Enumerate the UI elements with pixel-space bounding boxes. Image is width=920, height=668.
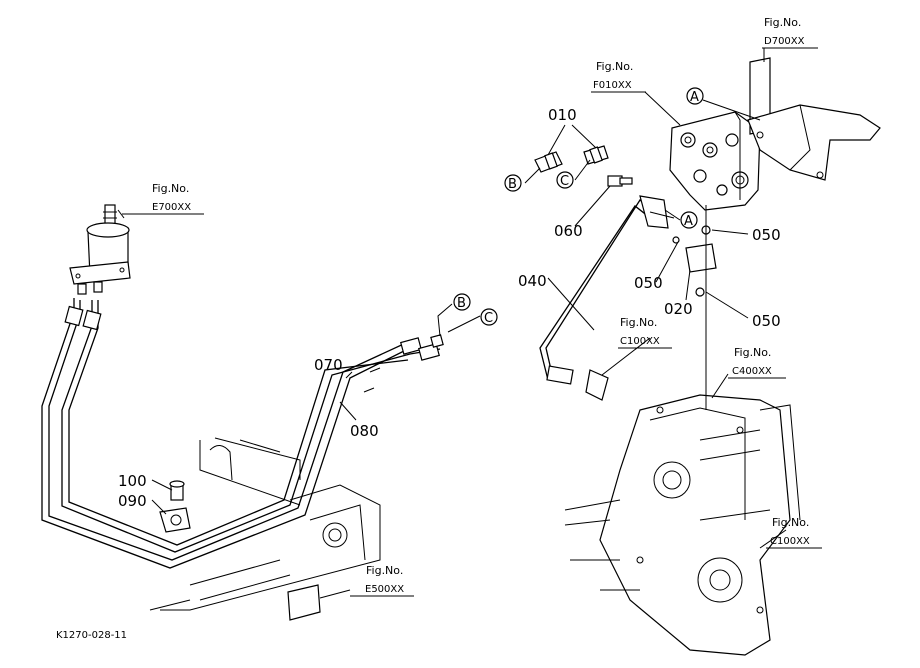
part-010: 010	[548, 106, 577, 124]
svg-text:C400XX: C400XX	[732, 366, 772, 377]
svg-text:A: A	[690, 90, 699, 105]
svg-text:C100XX: C100XX	[620, 336, 660, 347]
fig-ref-c400: Fig.No. C400XX	[728, 346, 786, 379]
part-050-c: 050	[752, 312, 781, 330]
marker-a-bracket: A	[680, 211, 698, 229]
adapter-fittings-010	[534, 145, 609, 173]
part-090: 090	[118, 492, 147, 510]
svg-text:Fig.No.: Fig.No.	[734, 346, 771, 359]
svg-text:Fig.No.: Fig.No.	[152, 182, 189, 195]
fig-ref-f010: Fig.No. F010XX	[591, 60, 646, 93]
svg-text:Fig.No.: Fig.No.	[596, 60, 633, 73]
leader-lines	[117, 48, 787, 599]
fig-ref-c100-lower: Fig.No. C100XX	[766, 516, 822, 549]
part-040: 040	[518, 272, 547, 290]
part-050-a: 050	[752, 226, 781, 244]
fig-ref-e700: Fig.No. E700XX	[122, 182, 204, 215]
fig-ref-d700: Fig.No. D700XX	[762, 16, 818, 49]
part-100: 100	[118, 472, 147, 490]
svg-text:Fig.No.: Fig.No.	[620, 316, 657, 329]
svg-text:A: A	[684, 214, 693, 229]
marker-a-top: A	[686, 87, 704, 105]
svg-text:Fig.No.: Fig.No.	[772, 516, 809, 529]
svg-text:B: B	[508, 177, 517, 192]
svg-text:C100XX: C100XX	[770, 536, 810, 547]
frame-outline	[149, 437, 381, 621]
fig-ref-c100-upper: Fig.No. C100XX	[618, 316, 672, 349]
transmission-case	[564, 394, 801, 656]
drawing-id: K1270-028-11	[56, 630, 127, 641]
part-050-b: 050	[634, 274, 663, 292]
marker-b-right: B	[453, 293, 471, 311]
hydraulic-hose-070-080	[41, 298, 444, 569]
svg-text:Fig.No.: Fig.No.	[366, 564, 403, 577]
part-060: 060	[554, 222, 583, 240]
part-020: 020	[664, 300, 693, 318]
marker-c-left: C	[556, 171, 574, 189]
marker-b-left: B	[504, 174, 522, 192]
part-070: 070	[314, 356, 343, 374]
pipe-040	[539, 195, 669, 401]
svg-text:B: B	[457, 296, 466, 311]
control-valve-f010	[669, 111, 761, 211]
svg-text:C: C	[484, 311, 493, 326]
svg-text:F010XX: F010XX	[593, 80, 632, 91]
svg-text:C: C	[560, 174, 569, 189]
hose-clamp-090-100	[159, 480, 191, 533]
tee-fitting-020	[672, 225, 717, 297]
bracket-d700	[747, 57, 881, 181]
fig-ref-e500: Fig.No. E500XX	[350, 564, 414, 597]
lift-cylinder	[69, 204, 131, 295]
bolt-060	[607, 175, 633, 187]
svg-text:D700XX: D700XX	[764, 36, 805, 47]
svg-text:E500XX: E500XX	[365, 584, 404, 595]
part-080: 080	[350, 422, 379, 440]
marker-c-right: C	[480, 308, 498, 326]
svg-text:Fig.No.: Fig.No.	[764, 16, 801, 29]
svg-text:E700XX: E700XX	[152, 202, 191, 213]
